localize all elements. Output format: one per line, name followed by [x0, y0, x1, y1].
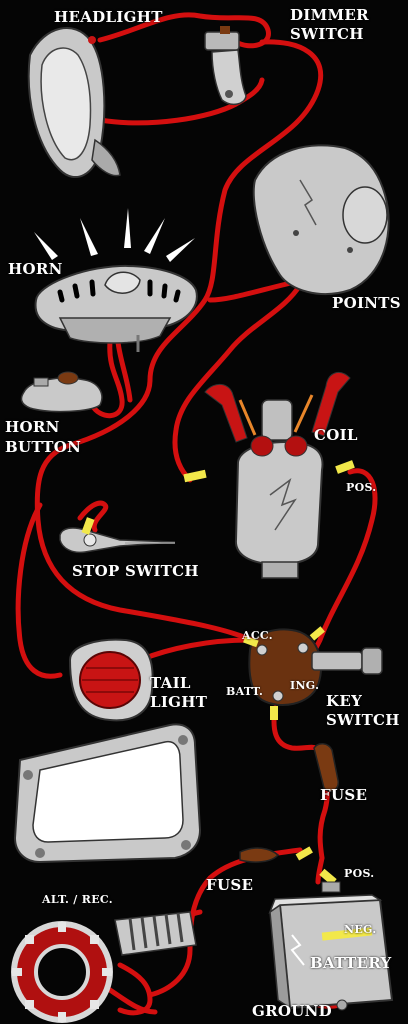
stop-switch-label: STOP SWITCH [72, 562, 199, 580]
battery-label: BATTERY [310, 954, 392, 972]
ign-label: ING. [290, 679, 320, 692]
tail-light-label-line2: LIGHT [150, 693, 208, 711]
key-switch [243, 626, 383, 720]
dimmer-switch [204, 26, 247, 106]
tail-light [68, 638, 154, 722]
regulator-rectifier [114, 911, 197, 956]
wire-horn-to-button [89, 339, 125, 419]
wire-points-left [207, 279, 298, 303]
coil [183, 371, 355, 579]
points-label: POINTS [332, 294, 401, 312]
fuse-right-label: FUSE [320, 786, 368, 804]
horn [34, 208, 198, 352]
horn-sound-rays [34, 208, 195, 262]
ground-terminal [336, 999, 348, 1011]
neg-label: NEG. [344, 923, 377, 936]
key-switch-label-line1: KEY [326, 692, 363, 710]
wire-dimmer-to-key [34, 39, 324, 648]
wire-stop-switch [77, 500, 109, 533]
wire-key-to-battery [315, 855, 325, 885]
key-switch-label-line2: SWITCH [326, 711, 400, 729]
dimmer-switch-label-line1: DIMMER [290, 6, 369, 24]
horn-button [20, 371, 103, 413]
wire-key-to-fuse [271, 705, 330, 861]
batt-label: BATT. [226, 685, 264, 698]
wire-stator-to-rec [117, 962, 153, 1016]
coil-label: COIL [314, 426, 358, 444]
headlight-label: HEADLIGHT [54, 8, 163, 26]
battery [268, 881, 394, 1010]
wire-horn-right [115, 339, 133, 403]
wire-left-loop [15, 502, 63, 679]
wire-headlight-dimmer-low [97, 77, 265, 126]
license-plate [13, 723, 202, 864]
wire-points-to-coil [172, 282, 303, 483]
acc-label: ACC. [242, 629, 273, 642]
fuse-left-label: FUSE [206, 876, 254, 894]
stator [11, 921, 113, 1023]
wire-stator-to-rec-2 [107, 987, 158, 1015]
stop-switch [59, 517, 176, 554]
horn-label: HORN [8, 260, 63, 278]
alt-rec-label: ALT. / REC. [42, 893, 113, 906]
dimmer-switch-label-line2: SWITCH [290, 25, 364, 43]
wire-acc-to-tail [137, 637, 251, 663]
coil-pos-label: POS. [346, 481, 377, 494]
tail-light-label-line1: TAIL [150, 674, 191, 692]
horn-button-label-line2: BUTTON [5, 438, 82, 456]
horn-button-label-line1: HORN [5, 418, 60, 436]
ground-label: GROUND [252, 1002, 332, 1020]
fuse-left [239, 846, 337, 886]
headlight [27, 27, 121, 179]
fuse-right [313, 743, 339, 792]
battery-pos-label: POS. [344, 867, 375, 880]
points [252, 144, 390, 296]
